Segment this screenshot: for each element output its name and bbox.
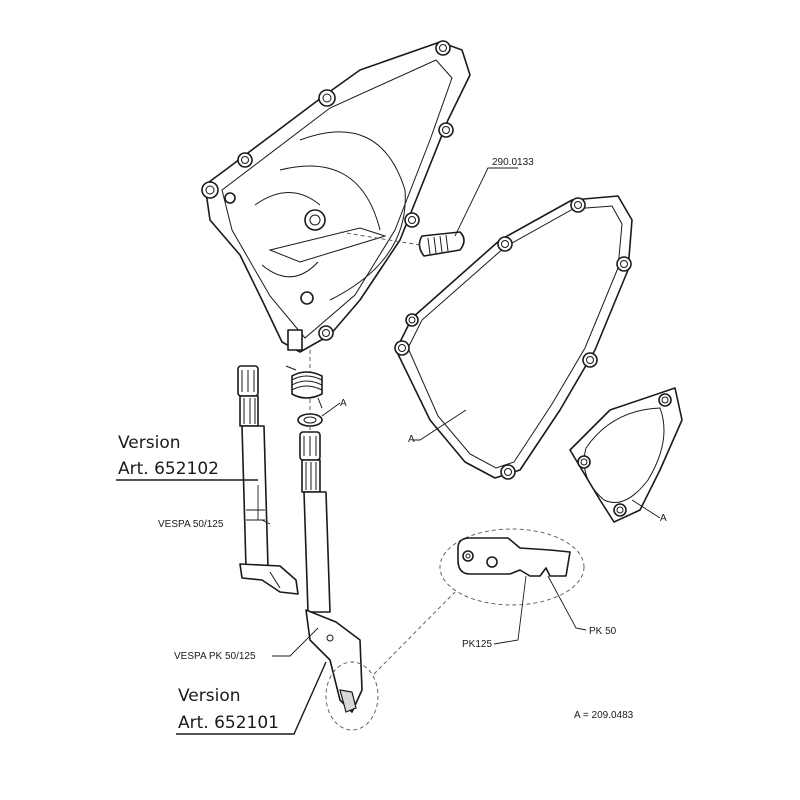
version-2-article: Art. 652101 <box>178 713 279 733</box>
washer-label: A <box>340 398 347 409</box>
version-1-title: Version <box>118 433 181 453</box>
gearbox-cover-housing <box>201 40 471 353</box>
pk50-label: PK 50 <box>589 626 617 637</box>
cover-gasket-label: A <box>408 434 415 445</box>
cover-gasket: A <box>394 195 633 480</box>
shaft-version-652102 <box>237 365 299 595</box>
flange-gasket: A <box>569 387 683 524</box>
version-1-model: VESPA 50/125 <box>158 519 224 530</box>
legend-a: A = 209.0483 <box>574 710 634 721</box>
pin-part-number: 290.0133 <box>492 157 534 168</box>
version-1-article: Art. 652102 <box>118 459 219 479</box>
version-label-652102: Version Art. 652102 <box>116 433 258 481</box>
flange-gasket-label: A <box>660 513 667 524</box>
version-2-title: Version <box>178 686 241 706</box>
pk125-label: PK125 <box>462 639 492 650</box>
detail-callout: PK125 PK 50 <box>325 528 617 731</box>
version-label-652101: Version Art. 652101 <box>176 661 327 735</box>
pin-part: 290.0133 <box>339 157 534 257</box>
version-2-model: VESPA PK 50/125 <box>174 651 256 662</box>
spring-and-washer: A <box>285 350 347 430</box>
shaft-version-652101 <box>299 431 363 713</box>
